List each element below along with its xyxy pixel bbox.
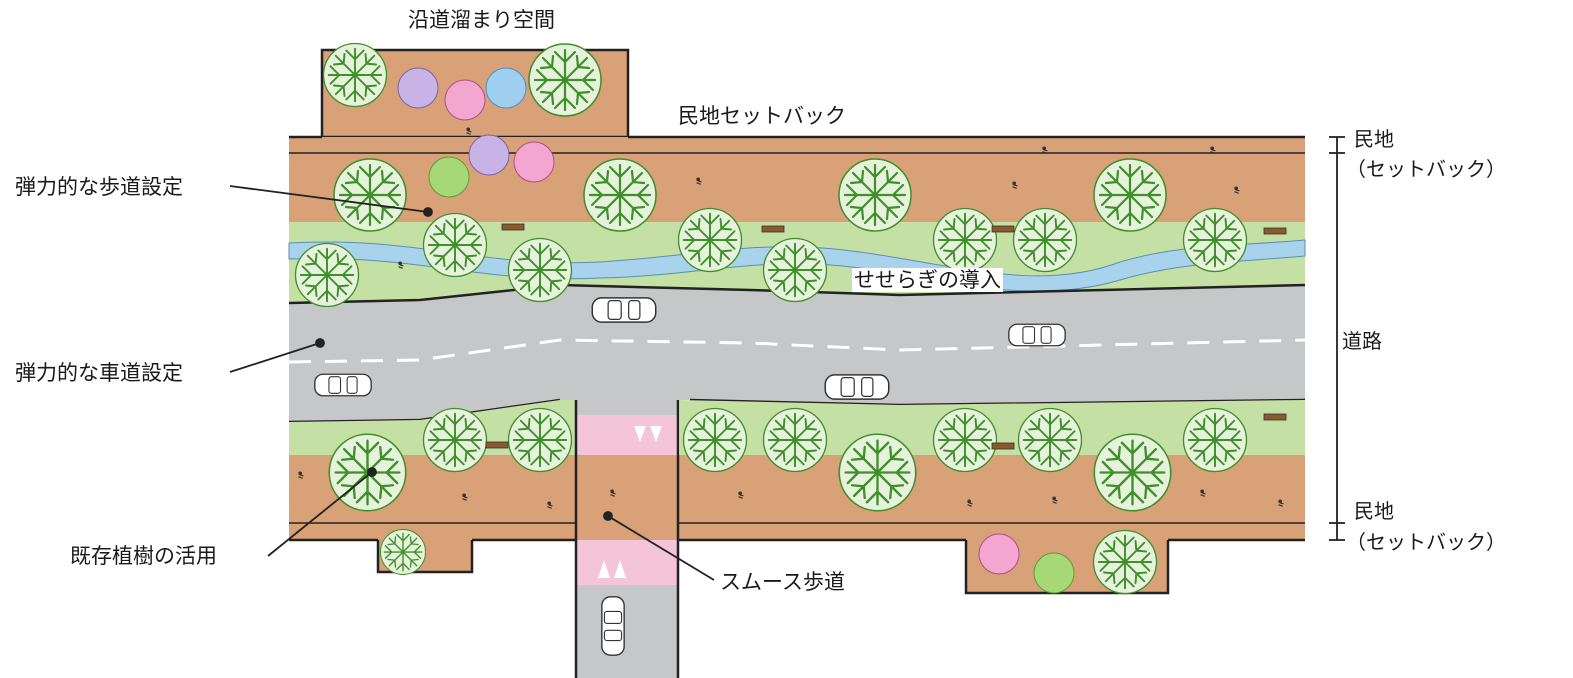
label-dim-setback-top: （セットバック） — [1346, 157, 1506, 181]
label-dim-setback-bottom: （セットバック） — [1346, 530, 1506, 554]
label-dim-private-top: 民地 — [1354, 127, 1394, 151]
label-flexible-sidewalk: 弾力的な歩道設定 — [15, 175, 183, 199]
stream-channel — [288, 239, 1306, 292]
label-flexible-carriageway: 弾力的な車道設定 — [15, 361, 183, 385]
carriageway — [289, 285, 1305, 422]
label-smooth-sidewalk: スムース歩道 — [720, 570, 845, 594]
centre-line — [288, 338, 1306, 364]
smooth-crossing — [576, 415, 678, 455]
label-existing-trees: 既存植樹の活用 — [70, 544, 217, 568]
label-private-setback: 民地セットバック — [678, 104, 846, 128]
label-dim-private-bottom: 民地 — [1354, 499, 1394, 523]
label-roadside-plaza: 沿道溜まり空間 — [408, 8, 555, 32]
crosswalk-arrow-icon — [598, 426, 662, 578]
parasol-icon — [397, 67, 1075, 594]
label-stream: せせらぎの導入 — [852, 268, 1003, 293]
road-edge-top — [288, 283, 1306, 305]
dimension-bar — [1329, 136, 1345, 541]
crossing-ramp — [576, 540, 678, 585]
label-dim-road: 道路 — [1342, 329, 1382, 353]
leader-lines — [229, 185, 715, 581]
